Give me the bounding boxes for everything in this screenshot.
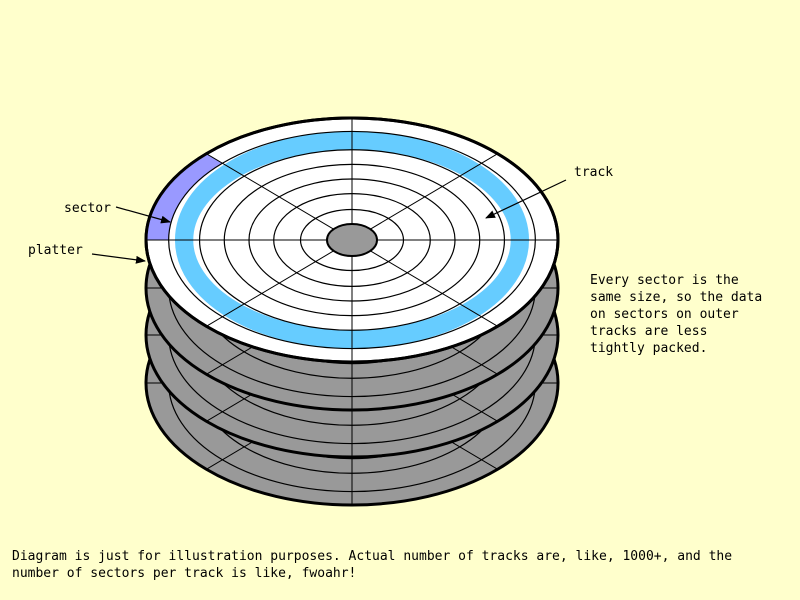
sector-divider bbox=[369, 249, 498, 327]
note-line: same size, so the data bbox=[590, 290, 763, 305]
track-arrow bbox=[485, 179, 567, 219]
platter-label: platter bbox=[28, 243, 83, 258]
note-line: tightly packed. bbox=[590, 341, 708, 356]
footer-line: number of sectors per track is like, fwo… bbox=[12, 566, 357, 581]
sector-divider bbox=[206, 249, 335, 327]
illustration-disclaimer: Diagram is just for illustration purpose… bbox=[12, 548, 792, 582]
sector-size-note: Every sector is the same size, so the da… bbox=[590, 272, 790, 357]
top-platter bbox=[144, 116, 560, 364]
note-line: Every sector is the bbox=[590, 273, 739, 288]
sector-divider bbox=[206, 153, 335, 231]
footer-line: Diagram is just for illustration purpose… bbox=[12, 549, 733, 564]
note-line: on sectors on outer bbox=[590, 307, 739, 322]
annotations: sector platter track bbox=[28, 165, 613, 264]
sector-arrow bbox=[115, 206, 171, 224]
sector-label: sector bbox=[64, 201, 111, 216]
platter-arrow bbox=[91, 253, 146, 264]
note-line: tracks are less bbox=[590, 324, 708, 339]
spindle bbox=[326, 223, 378, 257]
sector-divider bbox=[369, 153, 498, 231]
track-label: track bbox=[574, 165, 613, 180]
platter-rim bbox=[144, 116, 560, 364]
